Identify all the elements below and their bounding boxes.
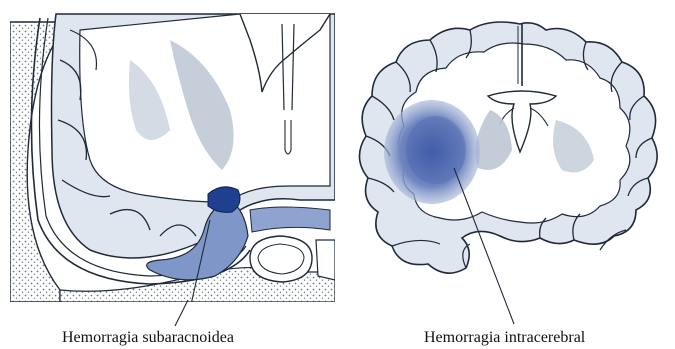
label-subarachnoid: Hemorragia subaracnoidea	[62, 329, 234, 347]
label-intracerebral: Hemorragia intracerebral	[424, 329, 585, 347]
subarachnoid-bleed-dark	[208, 187, 240, 213]
right-panel-brain-section	[359, 22, 657, 324]
left-panel-brain-section	[10, 10, 335, 318]
